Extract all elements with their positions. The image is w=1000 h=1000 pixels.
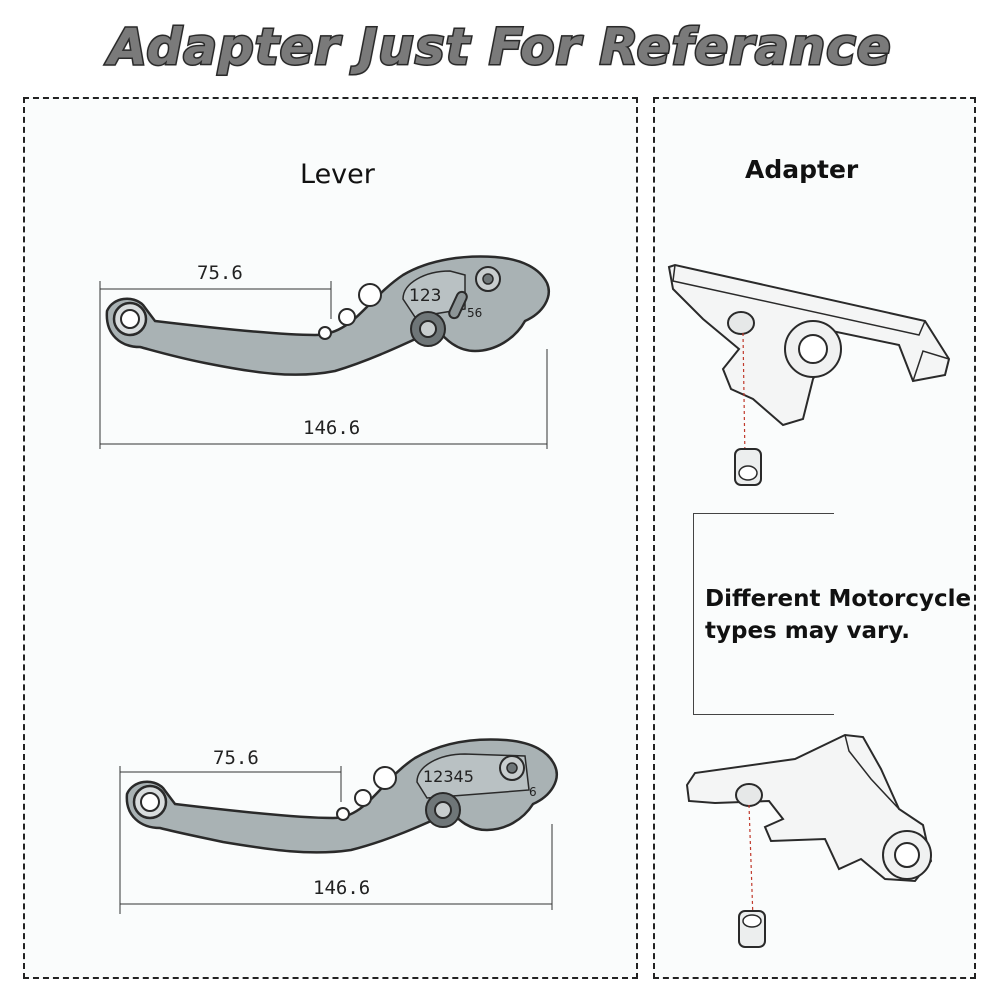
note-line-2: types may vary. — [705, 618, 911, 644]
note-text: Different Motorcycle types may vary. — [705, 583, 973, 647]
top-side-digits: 56 — [467, 306, 482, 320]
top-long-dimension: 146.6 — [303, 417, 360, 439]
top-short-dimension: 75.6 — [197, 262, 243, 284]
bottom-scale-digits: 12345 — [423, 767, 474, 786]
top-lever-drawing: 75.6 146.6 123 56 — [99, 255, 550, 449]
adapter-heading: Adapter — [745, 155, 859, 184]
top-scale-digits: 123 — [409, 286, 441, 306]
note-line-1: Different Motorcycle — [705, 586, 972, 612]
bottom-lever-drawing: 75.6 146.6 12345 6 — [119, 738, 558, 914]
note-bracket — [693, 513, 834, 715]
page-title: Adapter Just For Referance — [107, 17, 892, 78]
top-adapter-bracket — [667, 263, 951, 486]
bottom-short-dimension: 75.6 — [213, 747, 259, 769]
lever-heading: Lever — [300, 159, 375, 190]
bottom-side-digits: 6 — [529, 785, 537, 799]
bottom-adapter-bracket — [685, 733, 933, 948]
bottom-long-dimension: 146.6 — [313, 877, 370, 899]
adapter-panel: Adapter Different Motorcycle types may v… — [653, 97, 976, 979]
lever-panel: Lever 75.6 146.6 123 56 75.6 146.6 — [23, 97, 638, 979]
